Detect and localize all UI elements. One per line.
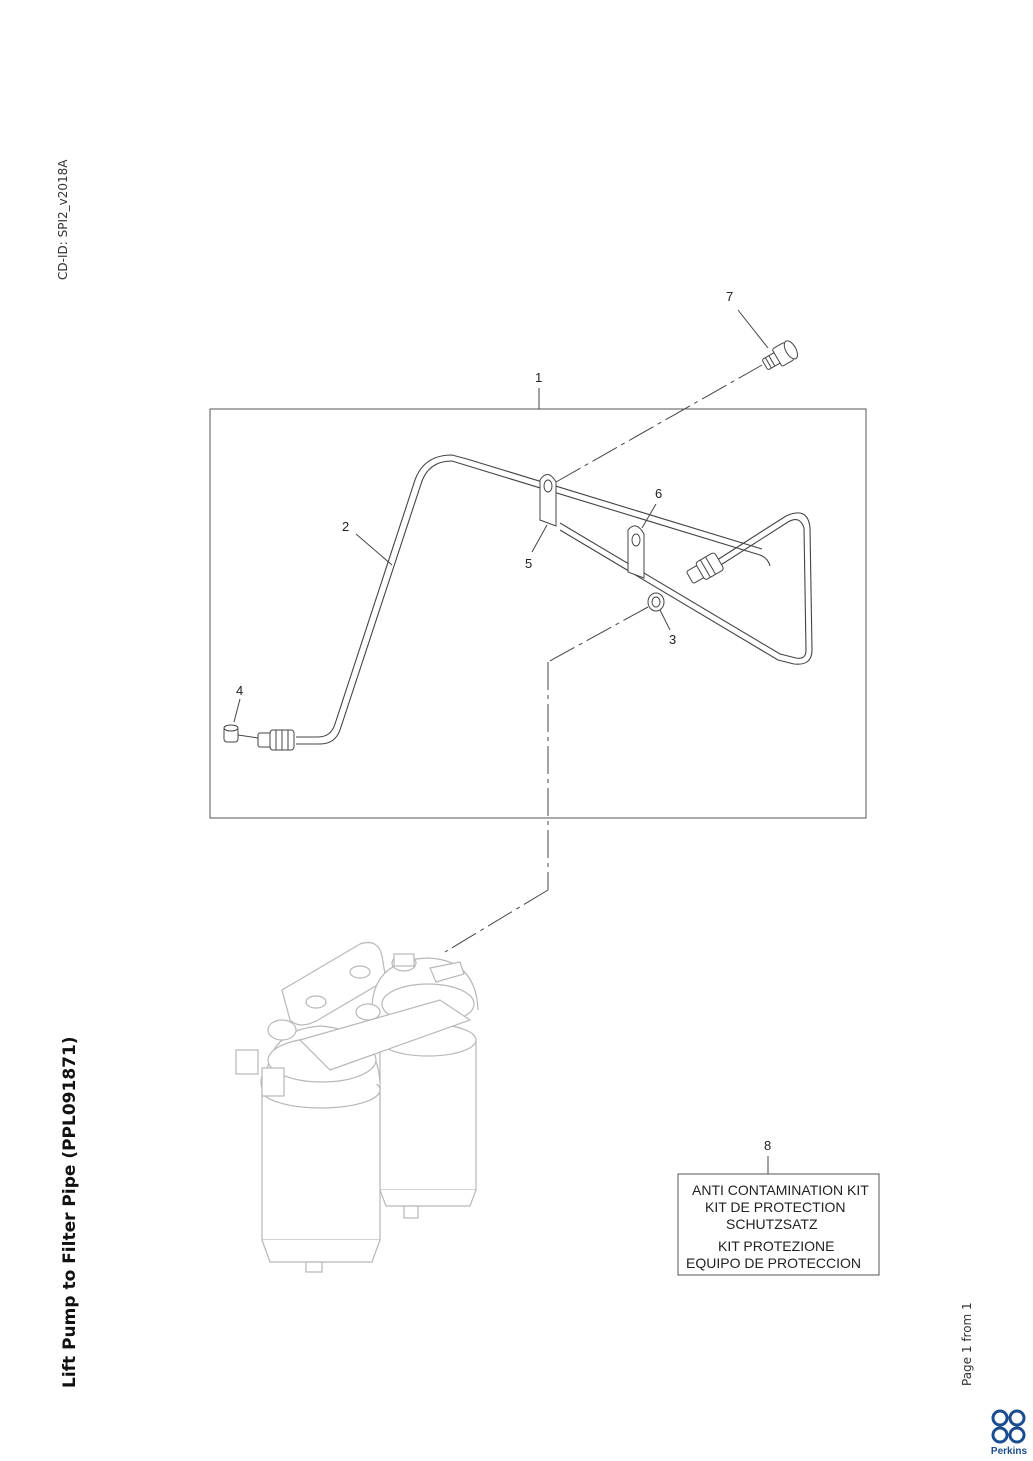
clip-item-6 [627, 525, 645, 579]
perkins-logo-icon [991, 1409, 1026, 1444]
leader-5 [531, 524, 548, 553]
perkins-logo-text: Perkins [990, 1446, 1028, 1457]
assembly-frame [209, 408, 867, 819]
perkins-logo: Perkins [988, 1408, 1030, 1460]
kit-line-3: SCHUTZSATZ [726, 1216, 818, 1232]
fuel-filter-housing-ghost [235, 941, 479, 1273]
kit-line-1: ANTI CONTAMINATION KIT [692, 1182, 869, 1198]
callout-4: 4 [236, 683, 243, 698]
assembly-dash-lines [444, 364, 763, 953]
leader-3 [659, 609, 671, 631]
cap-item-4 [223, 724, 239, 743]
callout-8: 8 [764, 1138, 771, 1153]
callout-6: 6 [655, 486, 662, 501]
leader-2 [355, 533, 393, 566]
cap-item-3 [647, 592, 665, 612]
callout-1: 1 [535, 370, 542, 385]
kit-line-2: KIT DE PROTECTION [705, 1199, 846, 1215]
callout-3: 3 [669, 632, 676, 647]
kit-line-4: KIT PROTEZIONE [718, 1238, 834, 1254]
callout-2: 2 [342, 519, 349, 534]
leader-6 [641, 503, 657, 529]
leader-4 [233, 698, 241, 723]
leader-7 [737, 309, 769, 349]
kit-line-5: EQUIPO DE PROTECCION [686, 1255, 861, 1271]
kit-box [677, 1173, 880, 1276]
callout-7: 7 [726, 289, 733, 304]
clip-item-5 [539, 474, 557, 527]
pipe-nut-left [257, 729, 295, 751]
bolt-item-7 [762, 340, 799, 370]
pipe-nut-right [686, 552, 724, 584]
filter-pipe [296, 454, 813, 745]
callout-5: 5 [525, 556, 532, 571]
